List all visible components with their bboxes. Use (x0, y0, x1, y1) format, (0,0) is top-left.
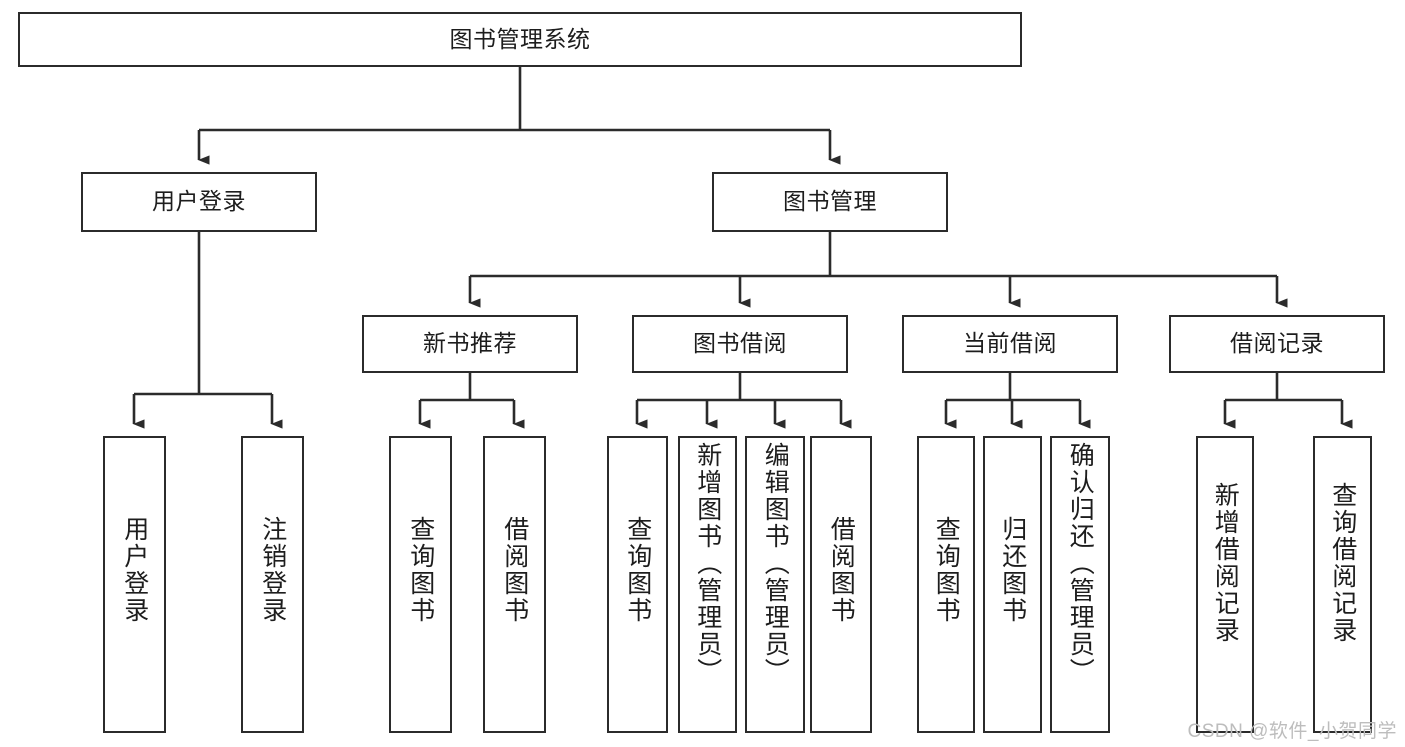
csdn-watermark: CSDN @软件_小贺同学 (1187, 721, 1397, 742)
leaf-borrow-book[interactable]: 借阅图书 (810, 436, 872, 733)
leaf-edit-book-admin[interactable]: 编辑图书（管理员） (745, 436, 805, 733)
node-book-management[interactable]: 图书管理 (712, 172, 948, 232)
node-current-borrow[interactable]: 当前借阅 (902, 315, 1118, 373)
leaf-query-book-recommend[interactable]: 查询图书 (389, 436, 452, 733)
node-label: 图书借阅 (693, 330, 787, 357)
node-label: 新增图书（管理员） (693, 442, 722, 685)
node-book-borrow[interactable]: 图书借阅 (632, 315, 848, 373)
node-user-login[interactable]: 用户登录 (81, 172, 317, 232)
leaf-add-borrow-record[interactable]: 新增借阅记录 (1196, 436, 1254, 733)
leaf-borrow-book-recommend[interactable]: 借阅图书 (483, 436, 546, 733)
node-label: 借阅图书 (500, 516, 529, 624)
node-label: 确认归还（管理员） (1066, 442, 1095, 685)
node-borrow-records[interactable]: 借阅记录 (1169, 315, 1385, 373)
leaf-user-login[interactable]: 用户登录 (103, 436, 166, 733)
node-root-system[interactable]: 图书管理系统 (18, 12, 1022, 67)
node-label: 查询借阅记录 (1328, 482, 1357, 644)
node-label: 查询图书 (932, 516, 961, 624)
node-label: 编辑图书（管理员） (761, 442, 790, 685)
leaf-query-book-current[interactable]: 查询图书 (917, 436, 975, 733)
node-label: 查询图书 (406, 516, 435, 624)
node-label: 新书推荐 (423, 330, 517, 357)
node-label: 用户登录 (120, 516, 149, 624)
node-label: 当前借阅 (963, 330, 1057, 357)
leaf-query-book-borrow[interactable]: 查询图书 (607, 436, 668, 733)
leaf-user-logout[interactable]: 注销登录 (241, 436, 304, 733)
node-new-book-recommend[interactable]: 新书推荐 (362, 315, 578, 373)
node-label: 图书管理 (783, 188, 877, 215)
node-label: 查询图书 (623, 516, 652, 624)
node-label: 用户登录 (152, 188, 246, 215)
leaf-add-book-admin[interactable]: 新增图书（管理员） (678, 436, 737, 733)
leaf-query-borrow-record[interactable]: 查询借阅记录 (1313, 436, 1372, 733)
node-label: 新增借阅记录 (1211, 482, 1240, 644)
node-label: 注销登录 (258, 516, 287, 624)
node-label: 借阅图书 (827, 516, 856, 624)
leaf-confirm-return-admin[interactable]: 确认归还（管理员） (1050, 436, 1110, 733)
node-label: 借阅记录 (1230, 330, 1324, 357)
leaf-return-book[interactable]: 归还图书 (983, 436, 1042, 733)
node-label: 图书管理系统 (449, 25, 591, 52)
node-label: 归还图书 (998, 516, 1027, 624)
